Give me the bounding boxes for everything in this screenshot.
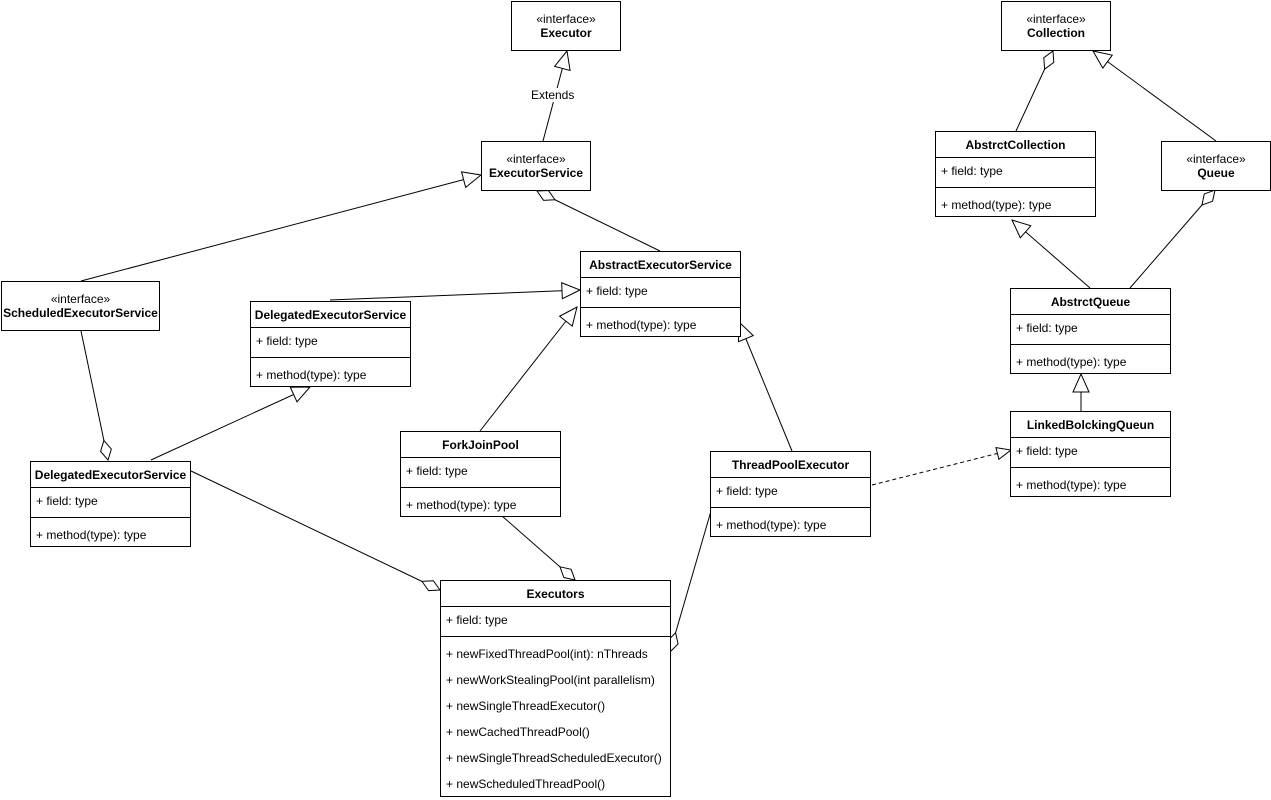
edge-delegated-left-scheduled xyxy=(80,330,108,460)
linked-blocking-queue-class: LinkedBolckingQueun + field: type + meth… xyxy=(1010,411,1171,497)
edge-delegated-left-executors xyxy=(190,470,440,590)
field-row: + field: type xyxy=(256,334,318,348)
edge-queue-collection xyxy=(1093,51,1217,142)
fields-section: + field: type xyxy=(31,488,190,518)
field-row: + field: type xyxy=(36,494,98,508)
fields-section: + field: type xyxy=(1011,315,1170,345)
stereotype-label: «interface» xyxy=(506,151,566,166)
thread-pool-executor-class: ThreadPoolExecutor + field: type + metho… xyxy=(710,451,871,537)
fields-section: + field: type xyxy=(441,607,670,637)
fields-section: + field: type xyxy=(581,278,740,308)
edge-abstractqueue-queue xyxy=(1129,190,1215,289)
method-row: + method(type): type xyxy=(716,518,827,532)
methods-section: + method(type): type xyxy=(711,508,870,538)
method-row: + method(type): type xyxy=(1016,478,1127,492)
method-row: + method(type): type xyxy=(36,528,147,542)
method-row: + newSingleThreadExecutor() xyxy=(446,699,606,713)
edge-abstractcollection-collection xyxy=(1015,51,1053,132)
method-row: + newCachedThreadPool() xyxy=(446,725,590,739)
edge-threadpool-abstract xyxy=(739,322,793,452)
methods-section: + method(type): type xyxy=(936,188,1095,218)
fields-section: + field: type xyxy=(936,158,1095,188)
fields-section: + field: type xyxy=(401,458,560,488)
stereotype-label: «interface» xyxy=(1026,11,1086,26)
interface-name: Collection xyxy=(1026,25,1085,40)
edge-threadpool-linkedqueue xyxy=(871,450,1011,486)
executor-service-interface: «interface» ExecutorService xyxy=(481,141,591,191)
interface-name: ExecutorService xyxy=(488,165,584,180)
interface-name: Queue xyxy=(1197,165,1235,180)
fork-join-pool-class: ForkJoinPool + field: type + method(type… xyxy=(400,431,561,517)
class-name: AbstrctQueue xyxy=(1011,289,1170,315)
edge-abstractqueue-abstractcollection xyxy=(1012,220,1091,289)
method-row: + newWorkStealingPool(int parallelism) xyxy=(446,673,655,687)
interface-name: ScheduledExecutorService xyxy=(3,305,158,320)
method-row: + method(type): type xyxy=(1016,355,1127,369)
field-row: + field: type xyxy=(941,164,1003,178)
methods-section: + method(type): type xyxy=(1011,468,1170,498)
abstract-collection-class: AbstrctCollection + field: type + method… xyxy=(935,131,1096,217)
class-name: LinkedBolckingQueun xyxy=(1011,412,1170,438)
edge-forkjoin-executors xyxy=(501,515,575,580)
fields-section: + field: type xyxy=(251,328,410,358)
method-row: + newFixedThreadPool(int): nThreads xyxy=(446,647,648,661)
edge-delegated-left-top xyxy=(150,387,310,461)
interface-name: Executor xyxy=(540,25,592,40)
method-row: + method(type): type xyxy=(941,198,1052,212)
class-name: AbstractExecutorService xyxy=(581,252,740,278)
stereotype-label: «interface» xyxy=(536,11,596,26)
method-row: + newSingleThreadScheduledExecutor() xyxy=(446,751,662,765)
stereotype-label: «interface» xyxy=(50,291,111,306)
abstract-executor-service-class: AbstractExecutorService + field: type + … xyxy=(580,251,741,337)
method-row: + method(type): type xyxy=(256,368,367,382)
fields-section: + field: type xyxy=(1011,438,1170,468)
delegated-executor-service-left-class: DelegatedExecutorService + field: type +… xyxy=(30,461,191,547)
stereotype-label: «interface» xyxy=(1186,151,1246,166)
field-row: + field: type xyxy=(1016,444,1078,458)
class-name: Executors xyxy=(441,581,670,607)
abstract-queue-class: AbstrctQueue + field: type + method(type… xyxy=(1010,288,1171,374)
methods-section: + method(type): type xyxy=(401,488,560,518)
methods-section: + method(type): type xyxy=(31,518,190,548)
edge-scheduled-executorservice xyxy=(80,175,481,282)
field-row: + field: type xyxy=(1016,321,1078,335)
fields-section: + field: type xyxy=(711,478,870,508)
field-row: + field: type xyxy=(716,484,778,498)
field-row: + field: type xyxy=(446,613,508,627)
class-name: DelegatedExecutorService xyxy=(31,462,190,488)
executors-class: Executors + field: type + newFixedThread… xyxy=(440,580,671,797)
field-row: + field: type xyxy=(406,464,468,478)
collection-interface: «interface» Collection xyxy=(1001,1,1111,51)
field-row: + field: type xyxy=(586,284,648,298)
edge-abstract-executorservice xyxy=(537,191,661,252)
delegated-executor-service-top-class: DelegatedExecutorService + field: type +… xyxy=(250,301,411,387)
extends-label: Extends xyxy=(530,88,576,102)
methods-section: + method(type): type xyxy=(1011,345,1170,375)
method-row: + newScheduledThreadPool() xyxy=(446,777,606,791)
scheduled-executor-service-interface: «interface» ScheduledExecutorService xyxy=(1,281,160,331)
class-name: AbstrctCollection xyxy=(936,132,1095,158)
method-row: + method(type): type xyxy=(586,318,697,332)
class-name: DelegatedExecutorService xyxy=(251,302,410,328)
edge-delegated-top-abstract xyxy=(329,290,580,301)
edge-threadpool-executors xyxy=(670,510,712,652)
methods-section: + method(type): type xyxy=(581,308,740,338)
class-name: ThreadPoolExecutor xyxy=(711,452,870,478)
queue-interface: «interface» Queue xyxy=(1161,141,1271,191)
edge-forkjoin-abstract xyxy=(479,307,577,432)
class-name: ForkJoinPool xyxy=(401,432,560,458)
executor-interface: «interface» Executor xyxy=(511,1,621,51)
methods-section: + method(type): type xyxy=(251,358,410,388)
methods-section: + newFixedThreadPool(int): nThreads + ne… xyxy=(441,637,670,797)
method-row: + method(type): type xyxy=(406,498,517,512)
